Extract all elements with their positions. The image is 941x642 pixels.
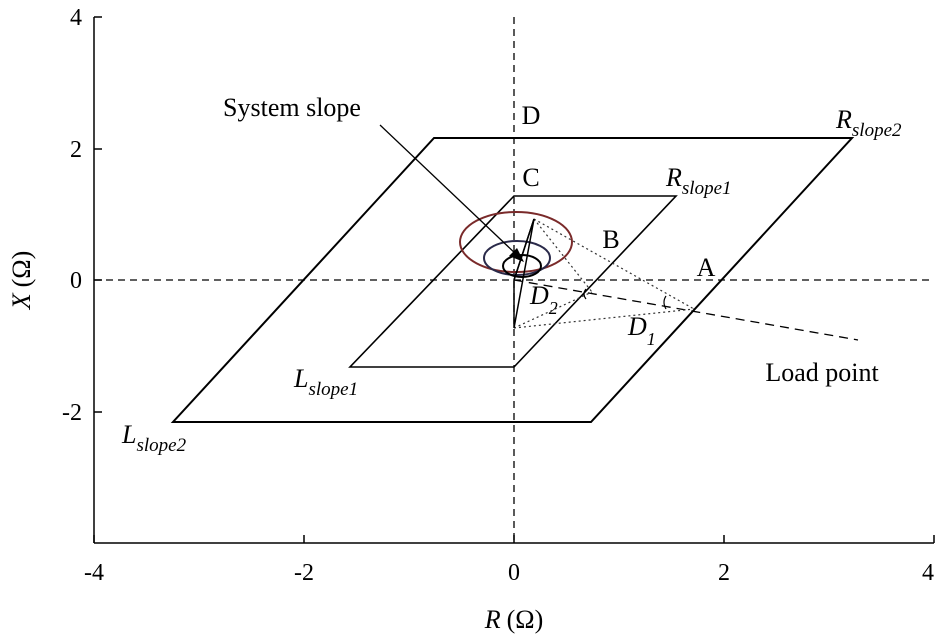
x-tick-label: 2 [718,560,730,586]
x-tick-label: -4 [84,560,104,586]
x-axis-title: R(Ω) [484,605,544,634]
y-ticks [94,16,102,413]
y-tick-label: 2 [70,137,82,163]
point-a-label: A [697,253,716,282]
r-slope1-label: Rslope1 [665,163,732,199]
l-slope1-label: Lslope1 [293,364,358,400]
l-slope2-label: Lslope2 [121,420,187,456]
y-tick-label: -2 [62,400,82,426]
point-c-label: C [522,163,539,192]
x-tick-label: -2 [294,560,314,586]
system-slope-label: System slope [223,93,361,122]
y-tick-label: 4 [70,5,82,31]
y-tick-label: 0 [70,268,82,294]
point-d-label: D [522,101,541,130]
angle-arc-d2 [583,288,587,300]
angle-arc-d1 [663,295,667,310]
system-slope-segment [513,218,535,281]
point-b-label: B [602,225,619,254]
x-tick-label: 0 [508,560,520,586]
dotted-construction-lines [513,218,695,329]
load-point-label: Load point [765,358,879,387]
system-slope-arrow [379,124,519,257]
load-line [513,279,859,341]
outer-parallelogram [170,137,855,423]
d1-label: D1 [627,312,656,349]
r-slope2-label: Rslope2 [835,105,902,141]
arrow-head-icon [509,248,524,262]
middle-circle [483,240,551,276]
y-axis-title: X(Ω) [7,251,36,311]
x-tick-label: 4 [922,560,934,586]
d2-label: D2 [529,281,558,318]
inner-parallelogram [348,195,678,368]
